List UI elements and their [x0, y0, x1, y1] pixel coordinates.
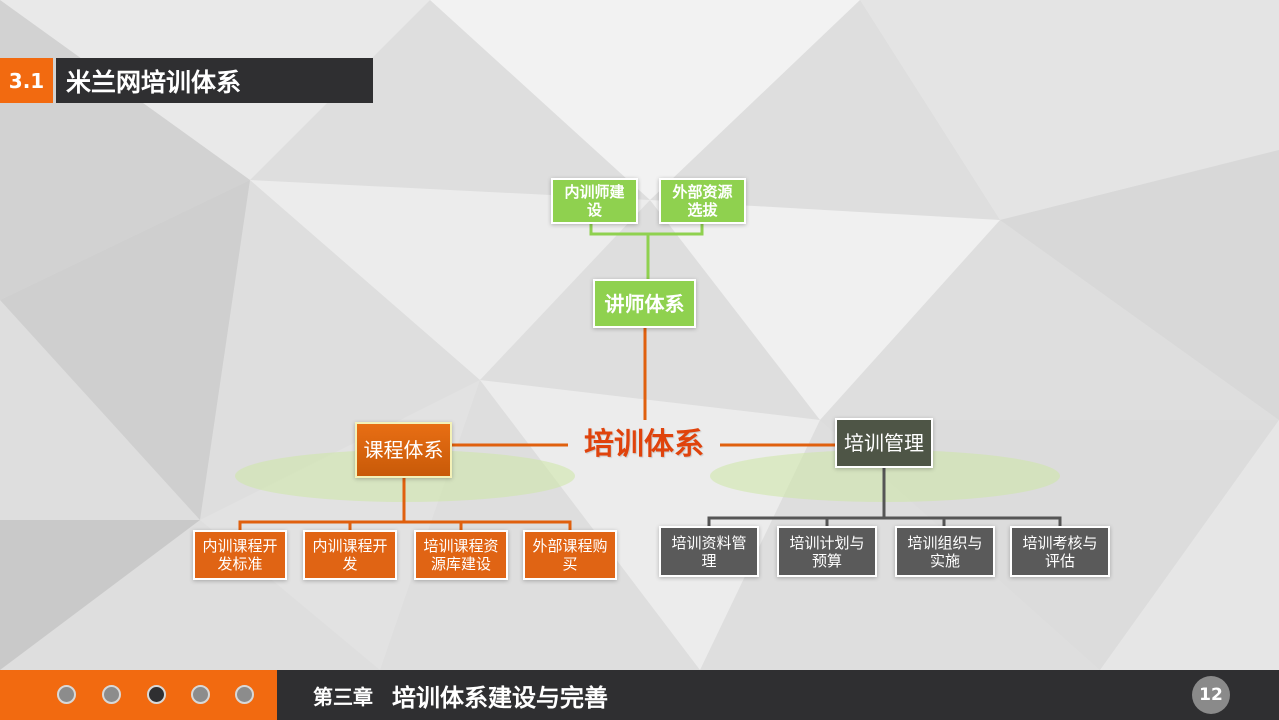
nav-dot-2[interactable]	[102, 685, 121, 704]
management-child-plan-budget: 培训计划与预算	[777, 526, 877, 577]
connector-management-branch	[707, 516, 1062, 527]
management-child-organize: 培训组织与实施	[895, 526, 995, 577]
lecturer-system-node: 讲师体系	[593, 279, 696, 328]
lecturer-child-external-resource: 外部资源选拔	[659, 178, 746, 224]
management-child-materials: 培训资料管理	[659, 526, 759, 577]
page-number: 12	[1192, 676, 1230, 714]
management-child-assess: 培训考核与评估	[1010, 526, 1110, 577]
course-child-dev: 内训课程开发	[303, 530, 397, 580]
course-system-node: 课程体系	[355, 422, 452, 478]
nav-dot-4[interactable]	[191, 685, 210, 704]
connector-course-branch	[238, 520, 572, 531]
section-title: 米兰网培训体系	[56, 58, 373, 103]
chapter-number: 第三章	[313, 684, 373, 709]
course-child-resource-library: 培训课程资源库建设	[414, 530, 508, 580]
footer-nav-bar	[0, 670, 277, 720]
section-number: 3.1	[0, 58, 53, 103]
footer-chapter-bar	[277, 670, 1279, 720]
chapter-title: 培训体系建设与完善	[392, 683, 608, 712]
course-child-dev-standard: 内训课程开发标准	[193, 530, 287, 580]
nav-dot-1[interactable]	[57, 685, 76, 704]
course-child-external-purchase: 外部课程购买	[523, 530, 617, 580]
lecturer-child-internal-trainer: 内训师建设	[551, 178, 638, 224]
management-node: 培训管理	[835, 418, 933, 468]
training-system-center: 培训体系	[584, 427, 704, 462]
nav-dot-5[interactable]	[235, 685, 254, 704]
nav-dot-3[interactable]	[147, 685, 166, 704]
